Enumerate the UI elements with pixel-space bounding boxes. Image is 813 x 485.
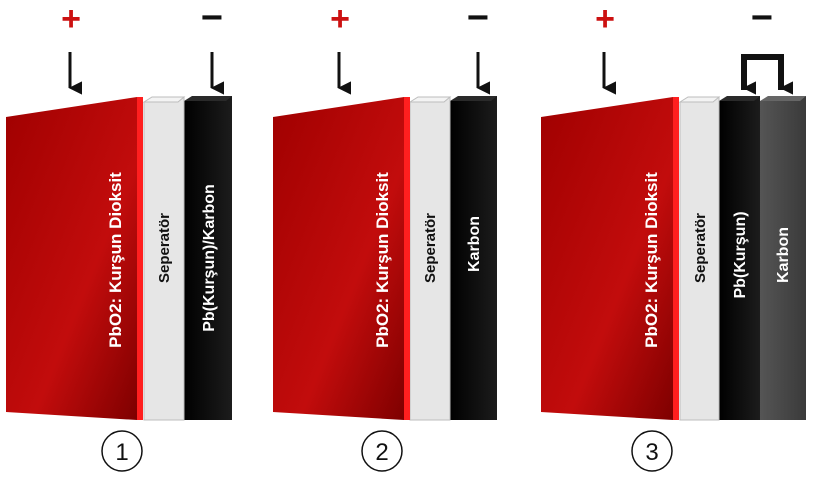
- pbo2-plate: [541, 97, 679, 420]
- plus-icon: +: [61, 0, 81, 38]
- config-1: + − PbO2: Kurşun Dioksit Seperatör Pb(Ku…: [6, 0, 232, 472]
- pbo2-label: PbO2: Kurşun Dioksit: [642, 172, 661, 348]
- pb-carbon-plate: [184, 96, 232, 420]
- pb-carbon-label: Pb(Kurşun)/Karbon: [201, 184, 218, 332]
- separator-plate: [142, 96, 186, 421]
- pbo2-plate: [273, 97, 410, 420]
- minus-icon: −: [467, 0, 489, 39]
- config-3: + − PbO2: Kurşun Dioksit Seperatör Pb(Ku…: [541, 0, 806, 472]
- minus-icon: −: [751, 0, 773, 39]
- separator-label: Seperatör: [422, 213, 439, 283]
- pbo2-label: PbO2: Kurşun Dioksit: [373, 172, 392, 348]
- svg-text:2: 2: [375, 439, 388, 466]
- pb-label: Pb(Kurşun): [732, 211, 749, 298]
- plus-icon: +: [595, 0, 615, 38]
- config-number-badge: 3: [631, 430, 673, 472]
- pbo2-plate: [6, 97, 143, 420]
- split-connector: [741, 54, 784, 90]
- separator-plate: [678, 96, 721, 421]
- carbon-plate: [450, 96, 497, 420]
- svg-text:1: 1: [115, 439, 128, 466]
- pbo2-label: PbO2: Kurşun Dioksit: [106, 172, 125, 348]
- config-number-badge: 1: [101, 430, 143, 472]
- separator-label: Seperatör: [156, 213, 173, 283]
- minus-icon: −: [201, 0, 223, 39]
- separator-label: Seperatör: [692, 213, 709, 283]
- pb-plate: [719, 96, 760, 420]
- svg-text:3: 3: [645, 439, 658, 466]
- plus-icon: +: [330, 0, 350, 38]
- carbon-plate: [760, 96, 806, 420]
- config-2: + − PbO2: Kurşun Dioksit Seperatör Karbo…: [273, 0, 497, 472]
- carbon-label: Karbon: [775, 227, 792, 283]
- config-number-badge: 2: [361, 430, 403, 472]
- carbon-label: Karbon: [466, 216, 483, 272]
- separator-plate: [408, 96, 452, 421]
